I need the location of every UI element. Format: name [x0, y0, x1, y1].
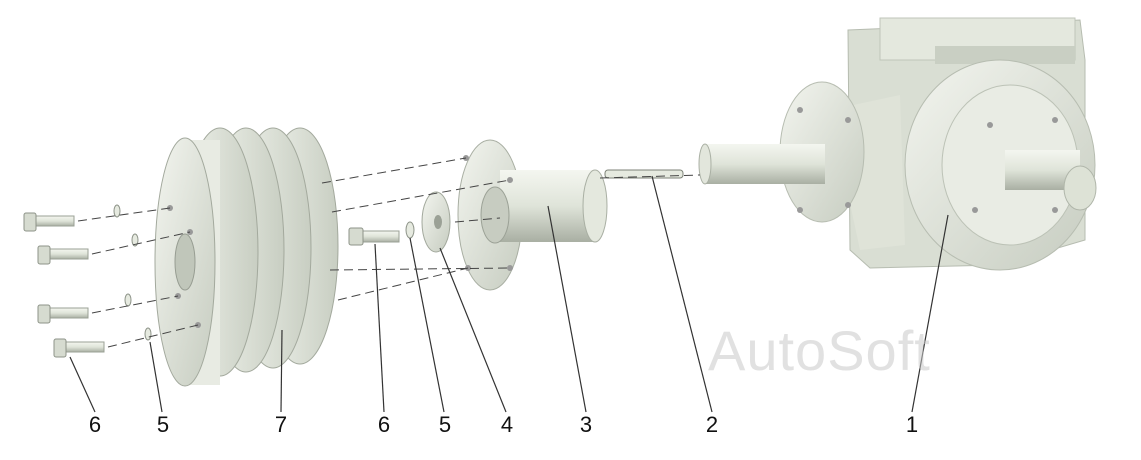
lock-washers-part-5-left [113, 204, 152, 341]
bolts-part-6-left [23, 212, 105, 358]
callout-label-4: 4 [500, 412, 514, 437]
callout-label-1: 1 [905, 412, 919, 437]
callout-label-6-left: 6 [88, 412, 102, 437]
callout-label-3: 3 [579, 412, 593, 437]
callout-label-7: 7 [274, 412, 288, 437]
flanged-hub-part-3 [457, 139, 608, 291]
callout-leader-lines [69, 175, 949, 413]
gearbox-part-1 [698, 17, 1097, 271]
assembly-center-lines [77, 157, 701, 348]
callout-label-5-left: 5 [156, 412, 170, 437]
callout-label-6-center: 6 [377, 412, 391, 437]
callout-label-5-center: 5 [438, 412, 452, 437]
lock-washer-part-5-center [405, 221, 415, 239]
callout-label-2: 2 [705, 412, 719, 437]
bolt-part-6-center [348, 227, 400, 246]
v-belt-pulley-part-7 [154, 127, 339, 387]
washer-part-4 [421, 191, 451, 253]
watermark-text: AutoSoft [708, 319, 931, 382]
